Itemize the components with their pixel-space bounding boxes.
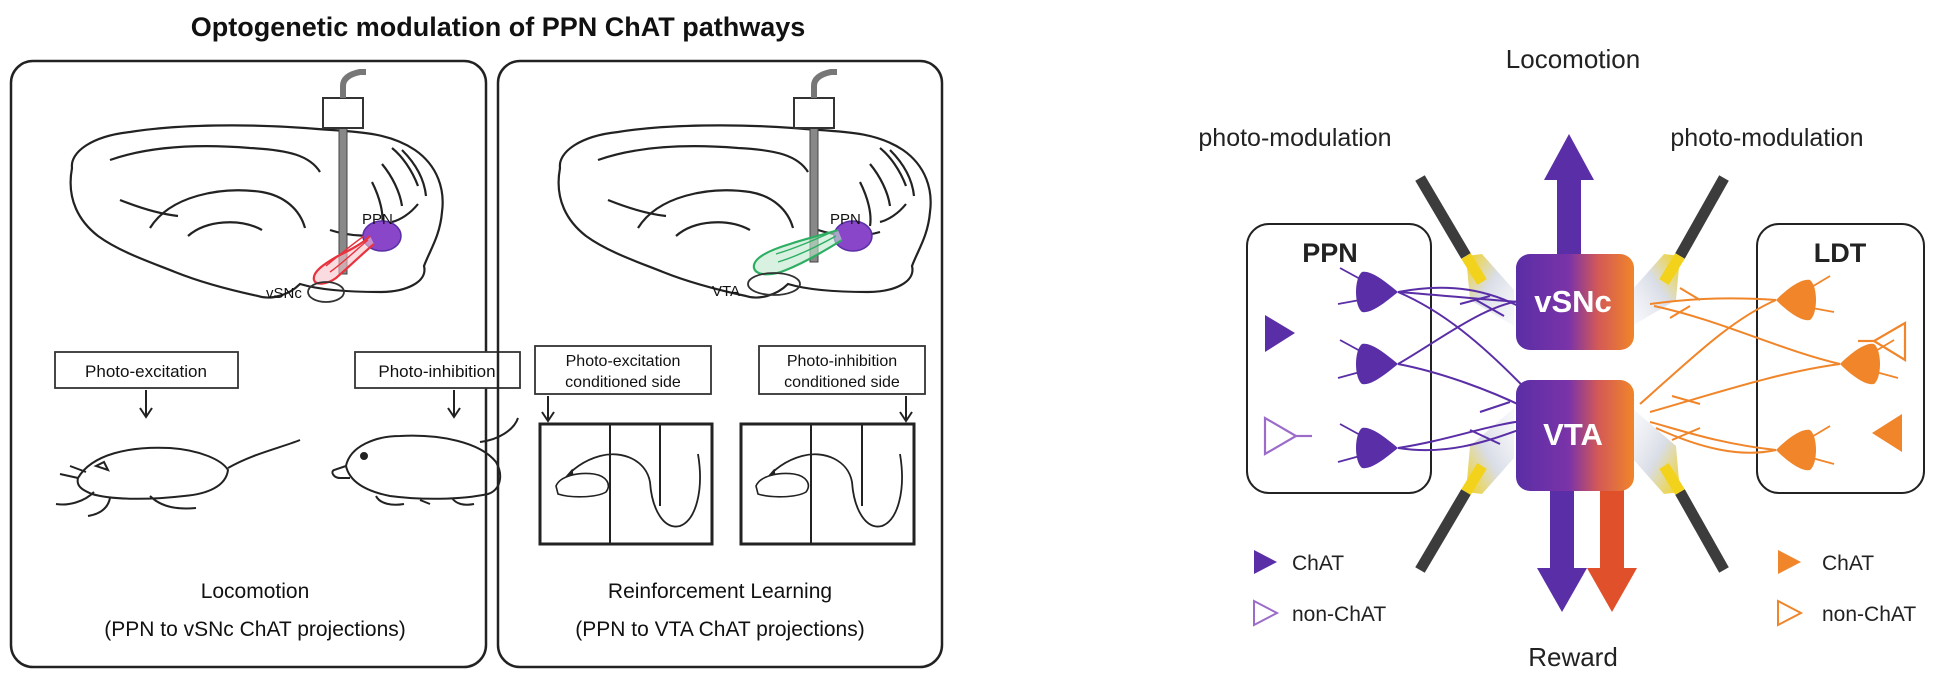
photo-excitation-conditioned-line2: conditioned side xyxy=(565,374,681,391)
ldt-box xyxy=(1756,223,1925,494)
photo-inhibition-conditioned-line1: Photo-inhibition xyxy=(787,353,897,370)
label-ldt-box: LDT xyxy=(1814,238,1867,268)
sagittal-brain-drawing xyxy=(69,124,444,299)
ppn-nonchat-neuron xyxy=(1263,416,1312,456)
reward-arrow-orange-icon xyxy=(1587,480,1637,612)
fiber-cable xyxy=(811,69,837,98)
legend-right-nonchat: non-ChAT xyxy=(1822,603,1916,626)
photo-excitation-label: Photo-excitation xyxy=(85,362,207,381)
panel-reinforcement: PPN VTA Photo-excitation conditioned sid… xyxy=(496,59,944,669)
ldt-dendrites xyxy=(1809,275,1899,465)
label-ppn: PPN xyxy=(830,211,861,228)
photo-excitation-box xyxy=(54,351,239,389)
vta-box xyxy=(1516,380,1634,491)
ppn-chat-neurons xyxy=(1265,271,1398,469)
vsnc-region xyxy=(307,281,345,303)
legend-right-chat: ChAT xyxy=(1822,552,1874,575)
label-vsnc-box: vSNc xyxy=(1534,284,1612,319)
fiber-connector xyxy=(793,97,835,129)
ldt-nonchat-neuron xyxy=(1858,321,1907,362)
photo-excitation-conditioned-box xyxy=(534,345,712,395)
optic-fiber-icon xyxy=(1415,175,1729,573)
label-photo-modulation-right: photo-modulation xyxy=(1670,124,1863,152)
photo-inhibition-conditioned-line2: conditioned side xyxy=(784,374,900,391)
photo-inhibition-label: Photo-inhibition xyxy=(378,362,495,381)
ldt-axons xyxy=(1639,287,1841,454)
mouse-excited-icon xyxy=(55,439,301,517)
label-vta-box: VTA xyxy=(1543,417,1603,452)
fiber-connector xyxy=(322,97,364,129)
ppn-box xyxy=(1246,223,1432,494)
place-preference-chamber-right xyxy=(739,422,916,546)
sagittal-brain-drawing xyxy=(557,124,932,299)
photo-inhibition-conditioned-box xyxy=(758,345,926,395)
panel-frame xyxy=(496,59,944,669)
reward-arrow-purple-icon xyxy=(1537,480,1587,612)
ldt-chat-neurons xyxy=(1776,279,1902,471)
chat-neuron-icon xyxy=(1778,550,1801,574)
label-vta: VTA xyxy=(712,283,740,300)
panel-locomotion: PPN vSNc Photo-excitation Photo-inhibiti… xyxy=(9,59,521,669)
down-arrow-icon xyxy=(139,390,461,419)
legend-right: ChAT non-ChAT xyxy=(1777,550,1916,627)
legend-left-nonchat: non-ChAT xyxy=(1292,603,1386,626)
label-photo-modulation-left: photo-modulation xyxy=(1198,124,1391,152)
nonchat-neuron-icon xyxy=(1777,599,1804,627)
locomotion-arrow-icon xyxy=(1544,134,1594,258)
place-preference-chamber-left xyxy=(538,422,714,546)
nonchat-neuron-icon xyxy=(1253,599,1280,627)
caption-locomotion: Locomotion xyxy=(201,580,310,603)
ppn-dendrites xyxy=(1337,267,1363,463)
label-reward-bottom: Reward xyxy=(1528,642,1618,672)
caption-reinforcement: Reinforcement Learning xyxy=(608,580,832,603)
label-locomotion-top: Locomotion xyxy=(1506,44,1640,74)
vsnc-box xyxy=(1516,254,1634,350)
label-ppn: PPN xyxy=(362,211,393,228)
photo-inhibition-box xyxy=(354,351,521,389)
panel-circuit-schematic: Locomotion photo-modulation photo-modula… xyxy=(1198,44,1925,672)
label-vsnc: vSNc xyxy=(266,285,302,302)
legend-left-chat: ChAT xyxy=(1292,552,1344,575)
caption-locomotion-sub: (PPN to vSNc ChAT projections) xyxy=(104,618,406,641)
legend-left: ChAT non-ChAT xyxy=(1253,550,1386,627)
vta-projection-trace-inner xyxy=(775,231,837,263)
chat-neuron-icon xyxy=(1254,550,1277,574)
figure-title: Optogenetic modulation of PPN ChAT pathw… xyxy=(191,12,806,42)
vta-projection-trace xyxy=(752,228,843,276)
mouse-inhibited-icon xyxy=(331,417,519,506)
label-ppn-box: PPN xyxy=(1302,238,1358,268)
caption-reinforcement-sub: (PPN to VTA ChAT projections) xyxy=(575,618,864,641)
photo-excitation-conditioned-line1: Photo-excitation xyxy=(566,353,681,370)
down-arrow-icon xyxy=(541,396,913,423)
snc-projection-trace-inner xyxy=(325,235,369,273)
vta-region xyxy=(747,272,801,296)
fiber-cable xyxy=(340,69,366,98)
